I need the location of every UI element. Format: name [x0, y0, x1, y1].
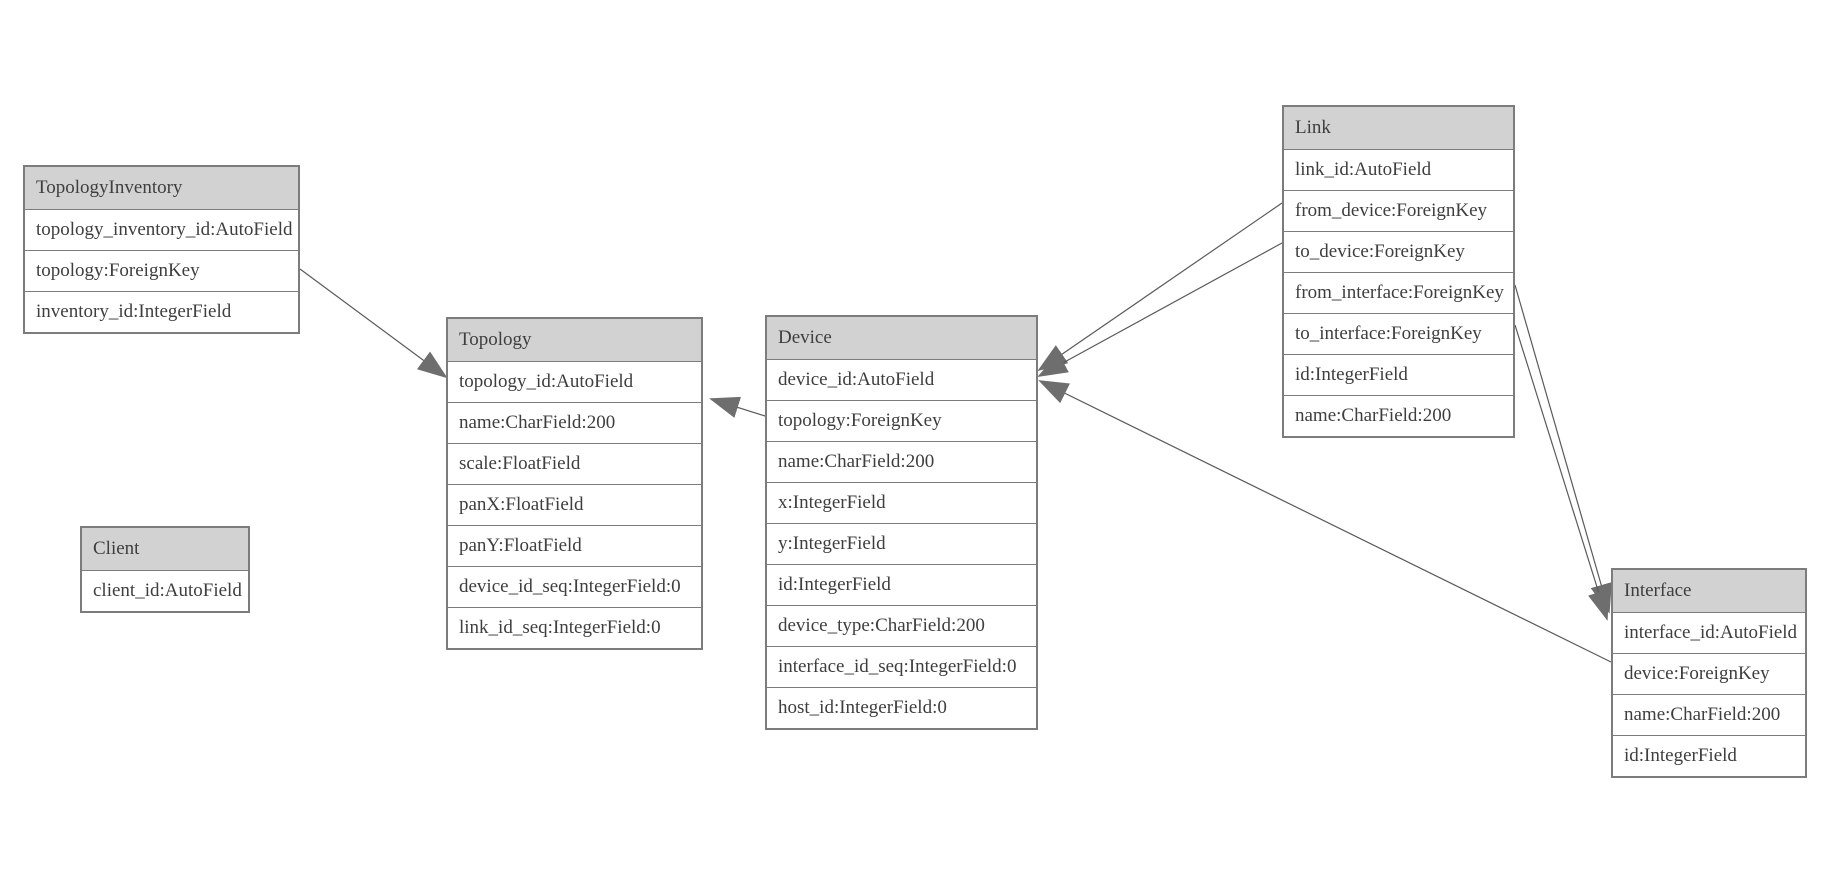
entity-field-row: device_type:CharField:200 — [767, 605, 1036, 646]
entity-title: Link — [1284, 107, 1513, 149]
entity-field-row: link_id_seq:IntegerField:0 — [448, 607, 701, 648]
entity-field-row: panY:FloatField — [448, 525, 701, 566]
entity-field-row: name:CharField:200 — [767, 441, 1036, 482]
entity-field-row: name:CharField:200 — [448, 402, 701, 443]
entity-title: Topology — [448, 319, 701, 361]
entity-field-row: from_interface:ForeignKey — [1284, 272, 1513, 313]
entity-field-row: x:IntegerField — [767, 482, 1036, 523]
entity-field-row: panX:FloatField — [448, 484, 701, 525]
relationship-topologyinventory-topology — [299, 268, 448, 379]
entity-title: Interface — [1613, 570, 1805, 612]
entity-title: Device — [767, 317, 1036, 359]
entity-field-row: y:IntegerField — [767, 523, 1036, 564]
entity-field-row: device_id_seq:IntegerField:0 — [448, 566, 701, 607]
entity-field-row: topology_id:AutoField — [448, 361, 701, 402]
entity-field-row: name:CharField:200 — [1284, 395, 1513, 436]
entity-field-row: topology:ForeignKey — [25, 250, 298, 291]
entity-title: TopologyInventory — [25, 167, 298, 209]
entity-field-row: from_device:ForeignKey — [1284, 190, 1513, 231]
entity-field-row: client_id:AutoField — [82, 570, 248, 611]
entity-field-row: device:ForeignKey — [1613, 653, 1805, 694]
entity-field-row: host_id:IntegerField:0 — [767, 687, 1036, 728]
entity-field-row: scale:FloatField — [448, 443, 701, 484]
entity-title: Client — [82, 528, 248, 570]
entity-field-row: topology:ForeignKey — [767, 400, 1036, 441]
relationship-link-interface — [1514, 324, 1610, 621]
entity-field-row: interface_id_seq:IntegerField:0 — [767, 646, 1036, 687]
entity-field-row: id:IntegerField — [1284, 354, 1513, 395]
entity-field-row: inventory_id:IntegerField — [25, 291, 298, 332]
relationship-link-device — [1037, 242, 1283, 377]
entity-field-row: topology_inventory_id:AutoField — [25, 209, 298, 250]
relationship-device-topology — [709, 396, 766, 418]
entity-field-row: device_id:AutoField — [767, 359, 1036, 400]
entity-field-row: to_interface:ForeignKey — [1284, 313, 1513, 354]
entity-field-row: id:IntegerField — [1613, 735, 1805, 776]
entity-field-row: link_id:AutoField — [1284, 149, 1513, 190]
entity-field-row: to_device:ForeignKey — [1284, 231, 1513, 272]
entity-field-row: interface_id:AutoField — [1613, 612, 1805, 653]
entity-field-row: name:CharField:200 — [1613, 694, 1805, 735]
relationship-link-interface — [1514, 284, 1612, 614]
entity-field-row: id:IntegerField — [767, 564, 1036, 605]
relationship-link-device — [1037, 202, 1283, 372]
